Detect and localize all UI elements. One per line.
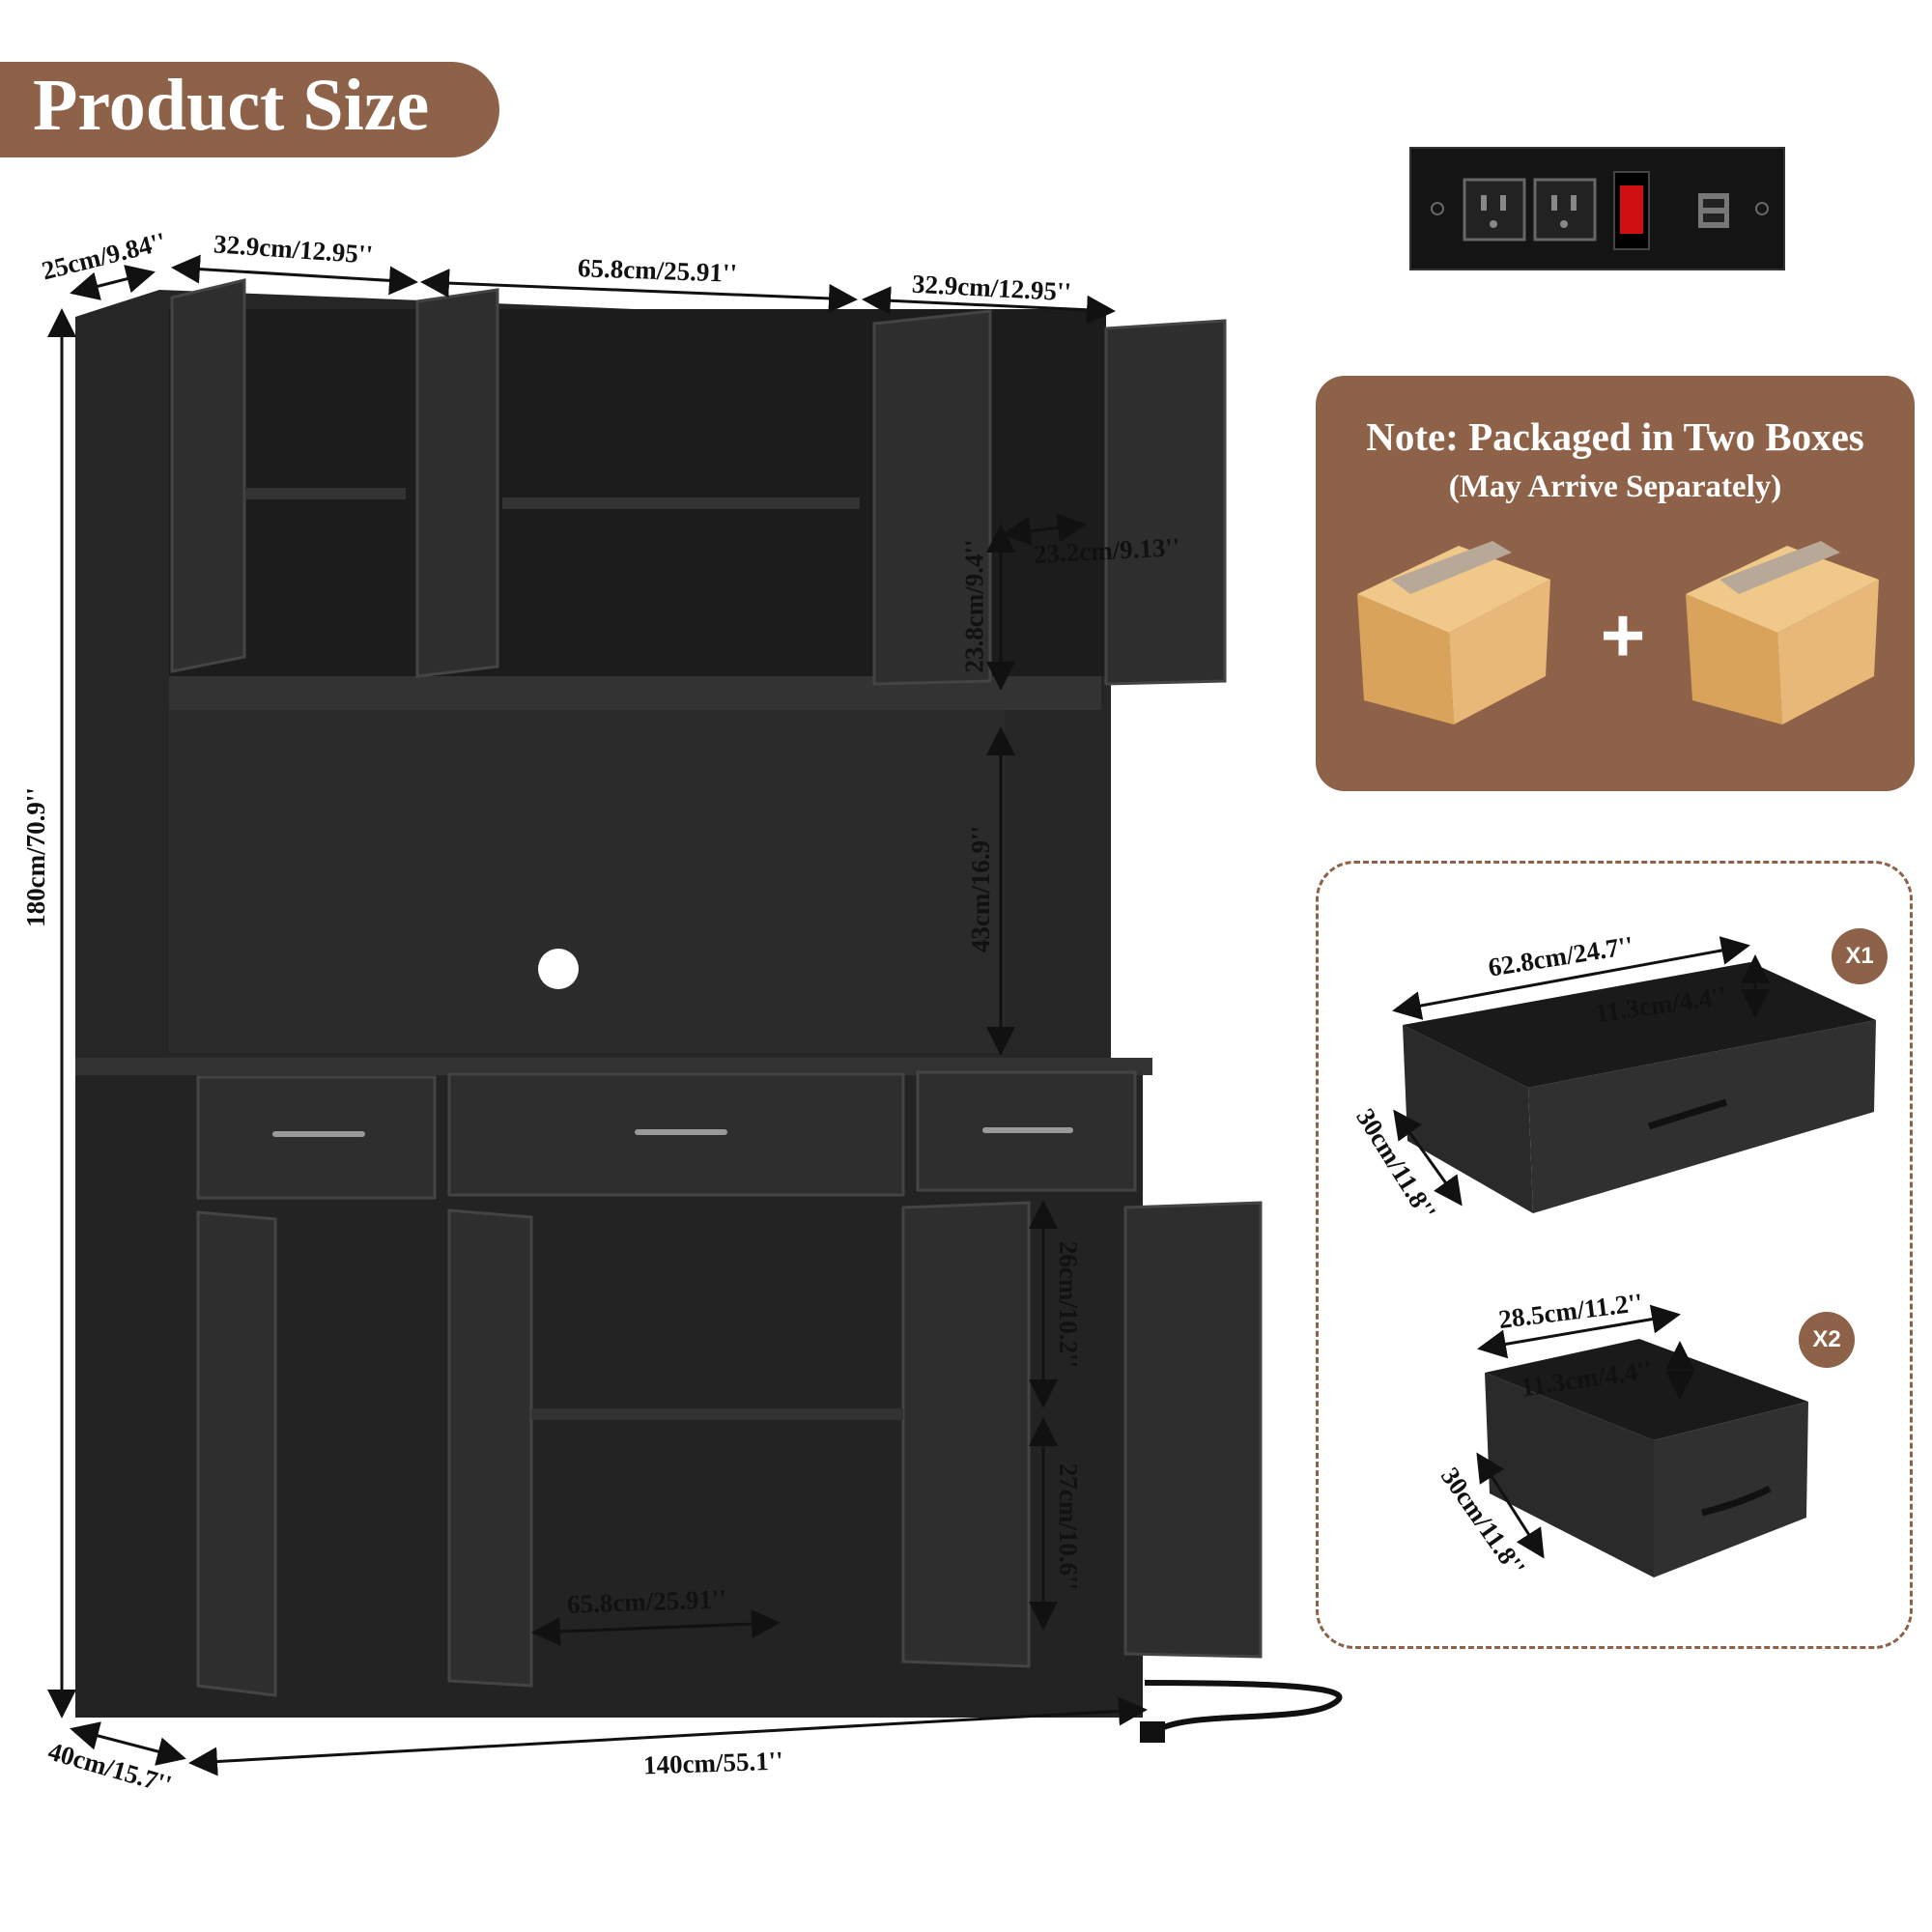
power-plug-icon	[1140, 1721, 1165, 1743]
lower-door	[196, 1210, 277, 1697]
dim-total-height: 180cm/70.9''	[20, 787, 50, 927]
power-strip-graphic	[1431, 171, 1769, 250]
drawers-detail-box	[1316, 861, 1913, 1649]
dim-lower-lower-height: 27cm/10.6''	[1054, 1463, 1084, 1591]
usb-port-icon	[1698, 193, 1729, 228]
plus-sign: +	[1601, 592, 1646, 678]
cable-hole	[538, 949, 579, 989]
power-outlet-icon	[1533, 178, 1597, 242]
dimension-arrows	[47, 254, 1148, 1776]
power-cord	[1144, 1680, 1343, 1732]
dim-top-center-width: 65.8cm/25.91''	[577, 253, 738, 288]
small-drawer	[1485, 1339, 1808, 1577]
title-badge	[0, 62, 499, 157]
dim-total-width: 140cm/55.1''	[642, 1746, 784, 1780]
cabinet-illustration	[47, 254, 1343, 1776]
upper-door	[1104, 319, 1227, 686]
power-outlet-icon	[1463, 178, 1526, 242]
boxes-graphic: +	[1357, 541, 1879, 724]
dim-upper-shelf-height: 23.8cm/9.4''	[959, 539, 989, 673]
upper-door	[415, 288, 499, 678]
open-shelf	[169, 710, 1005, 1053]
dim-open-shelf-height: 43cm/16.9''	[966, 825, 996, 953]
cardboard-box-icon	[1357, 541, 1550, 724]
note-title: Note: Packaged in Two Boxes	[1366, 414, 1864, 459]
note-subtitle: (May Arrive Separately)	[1448, 469, 1782, 504]
drawer-front	[196, 1075, 437, 1200]
power-strip-panel	[1409, 147, 1785, 270]
lower-door	[1123, 1201, 1263, 1659]
dim-lower-upper-height: 26cm/10.2''	[1054, 1240, 1084, 1369]
page-title: Product Size	[33, 65, 430, 146]
upper-door	[170, 278, 246, 673]
drawers-graphic	[1392, 936, 1876, 1577]
base-cabinet	[75, 1058, 1263, 1718]
hutch	[75, 278, 1227, 1058]
cardboard-box-icon	[1686, 541, 1879, 724]
lower-door	[901, 1201, 1031, 1668]
drawer1-quantity-badge: X1	[1832, 928, 1888, 984]
lower-door	[447, 1208, 533, 1688]
dim-lower-center-width: 65.8cm/25.91''	[566, 1584, 727, 1619]
drawer2-quantity-badge: X2	[1799, 1312, 1855, 1368]
